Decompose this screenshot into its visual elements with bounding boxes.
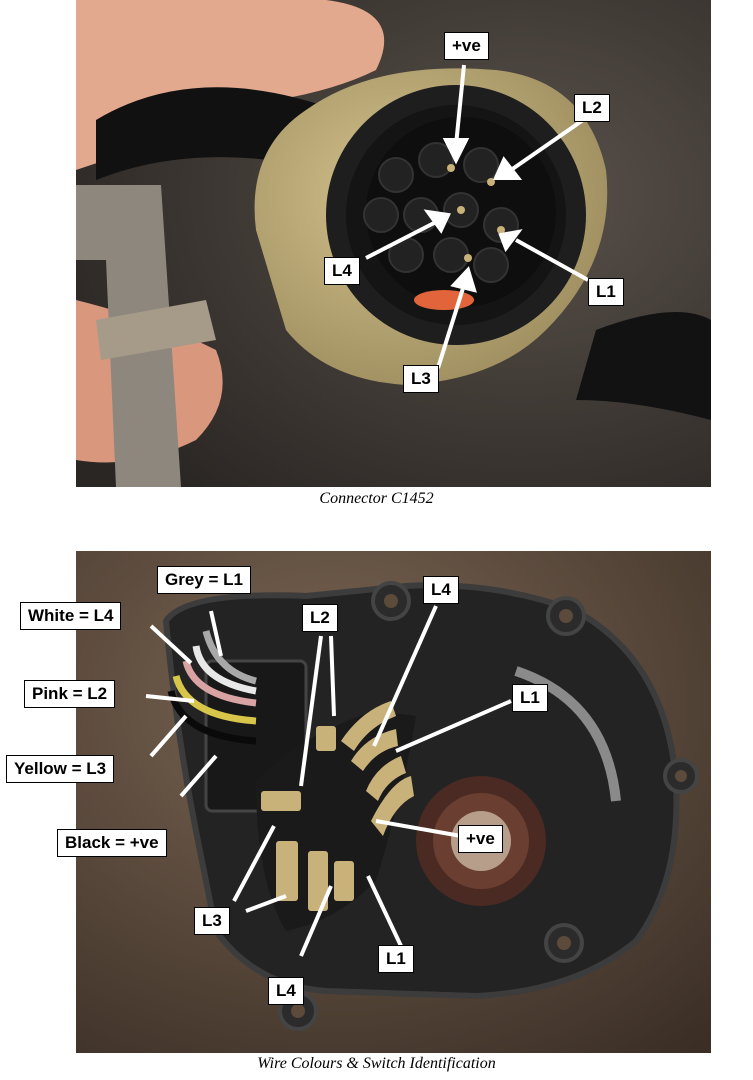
switch-label-plus-ve: +ve	[458, 825, 503, 853]
switch-caption: Wire Colours & Switch Identification	[257, 1055, 496, 1072]
connector-caption: Connector C1452	[319, 490, 434, 507]
connector-photo-illustration	[76, 0, 711, 487]
connector-label-plus-ve: +ve	[444, 32, 489, 60]
switch-label-l2: L2	[302, 604, 338, 632]
switch-photo-illustration	[76, 551, 711, 1053]
wire-label-black: Black = +ve	[57, 829, 167, 857]
connector-label-l1: L1	[588, 278, 624, 306]
wire-label-pink: Pink = L2	[24, 680, 116, 708]
switch-label-l4-top: L4	[423, 576, 459, 604]
switch-label-l1-right: L1	[512, 684, 548, 712]
wire-label-grey: Grey = L1	[157, 566, 251, 594]
switch-label-l1-bottom: L1	[378, 945, 414, 973]
wire-label-white: White = L4	[20, 602, 122, 630]
wire-label-yellow: Yellow = L3	[6, 755, 115, 783]
switch-label-l4-bottom: L4	[268, 977, 304, 1005]
connector-label-l3: L3	[403, 365, 439, 393]
connector-label-l2: L2	[574, 94, 610, 122]
switch-photo	[76, 551, 711, 1053]
connector-photo	[76, 0, 711, 487]
switch-label-l3: L3	[194, 907, 230, 935]
connector-label-l4: L4	[324, 257, 360, 285]
